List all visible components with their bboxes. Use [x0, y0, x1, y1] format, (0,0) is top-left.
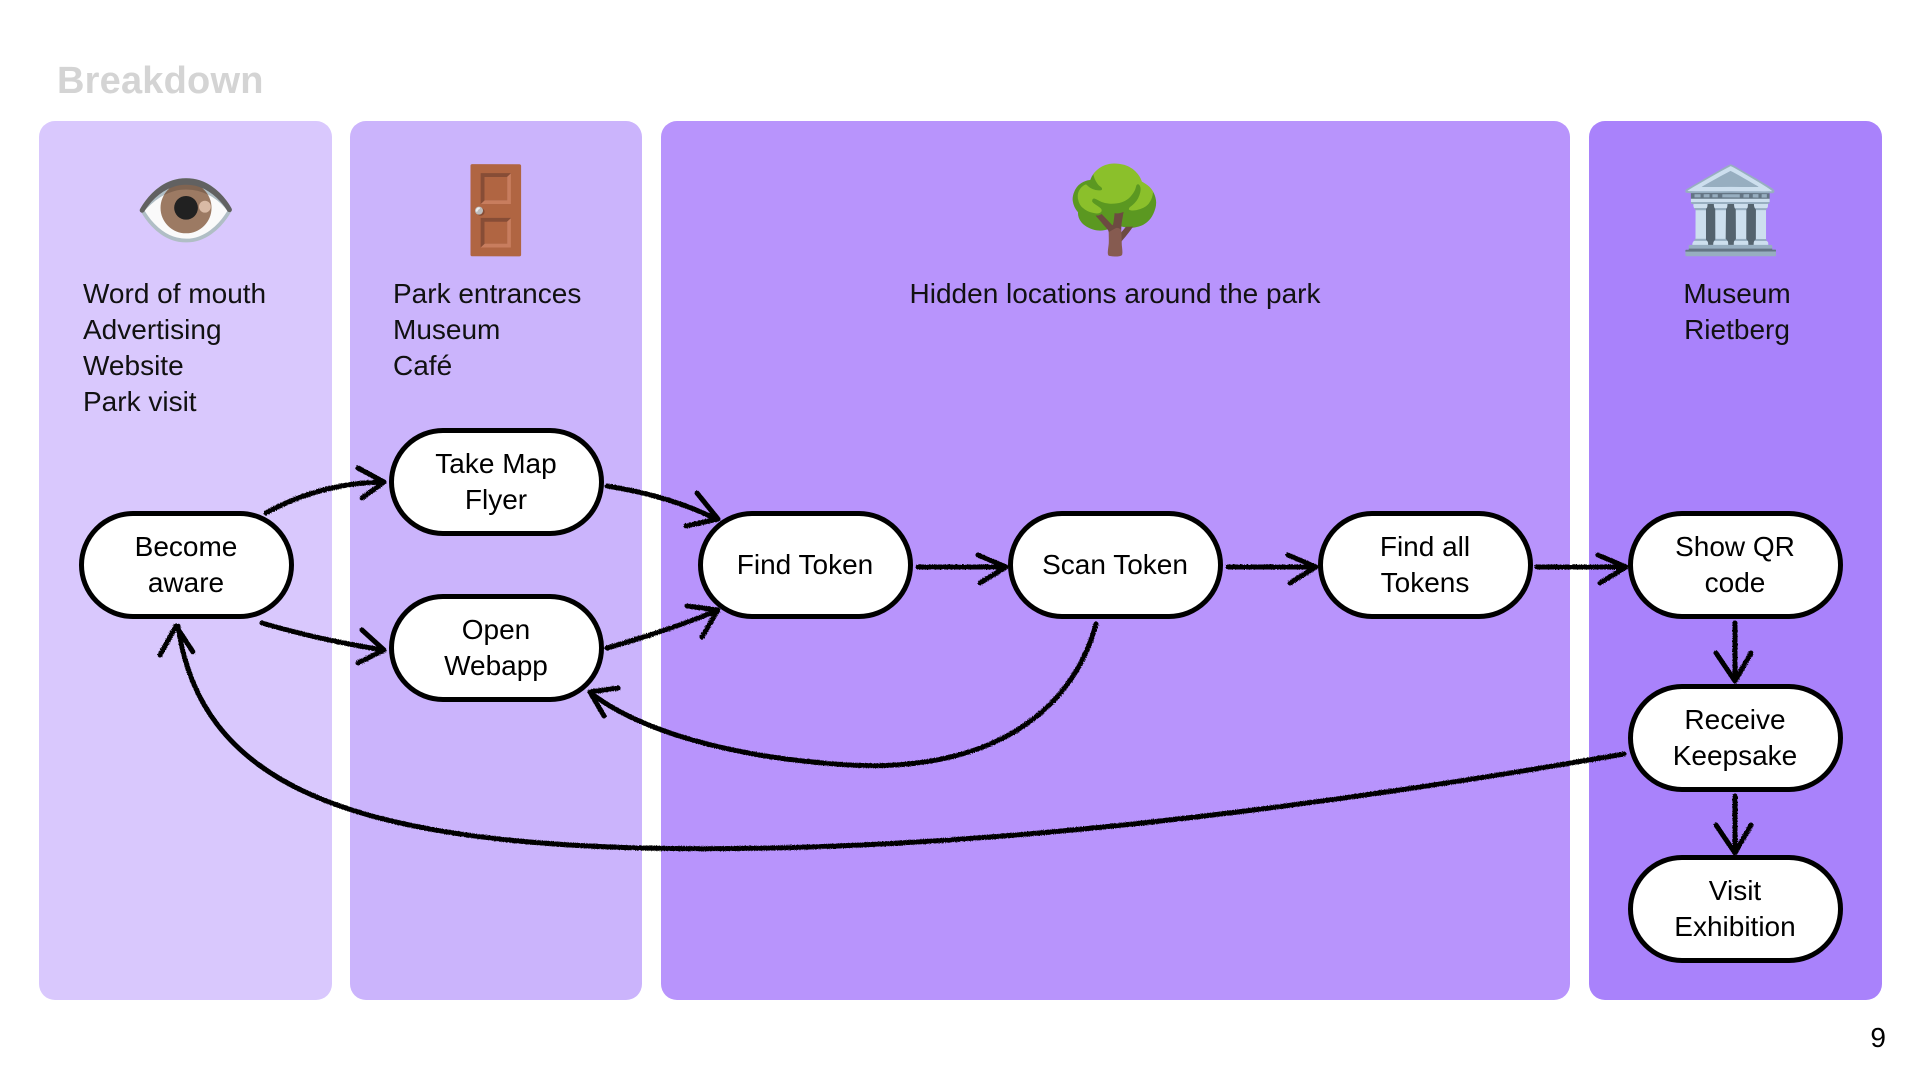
label-line: Café — [393, 350, 453, 381]
node-take-map-flyer[interactable]: Take Map Flyer — [388, 428, 604, 536]
node-label: Take Map Flyer — [435, 448, 557, 515]
node-find-all-tokens[interactable]: Find all Tokens — [1317, 511, 1533, 619]
label-line: Advertising — [83, 314, 222, 345]
tree-icon: 🌳 — [1062, 163, 1168, 257]
node-become-aware[interactable]: Become aware — [78, 511, 294, 619]
label-line: Park entrances — [393, 278, 582, 309]
node-label: Visit Exhibition — [1674, 875, 1796, 942]
node-label: Open Webapp — [444, 614, 548, 681]
label-line: Park visit — [83, 386, 197, 417]
label-line: Website — [83, 350, 184, 381]
label-line: Museum — [393, 314, 501, 345]
eye-icon: 👁️ — [133, 163, 239, 257]
node-find-token[interactable]: Find Token — [697, 511, 913, 619]
label-line: Word of mouth — [83, 278, 267, 309]
node-label: Scan Token — [1042, 549, 1188, 580]
label-line: Museum — [1683, 278, 1791, 309]
node-label: Become aware — [134, 531, 238, 598]
column-museum-label: Museum Rietberg — [1683, 276, 1790, 348]
door-icon: 🚪 — [443, 163, 549, 257]
column-awareness-label: Word of mouth Advertising Website Park v… — [83, 276, 266, 420]
node-label: Show QR code — [1675, 531, 1795, 598]
node-label: Find all Tokens — [1379, 531, 1471, 598]
node-label: Receive Keepsake — [1672, 704, 1798, 771]
classical-building-icon: 🏛️ — [1678, 163, 1784, 257]
label-line: Hidden locations around the park — [909, 278, 1321, 309]
label-line: Rietberg — [1684, 314, 1790, 345]
slide-title: Breakdown — [57, 60, 264, 102]
node-show-qr-code[interactable]: Show QR code — [1627, 511, 1843, 619]
column-entry-label: Park entrances Museum Café — [393, 276, 581, 384]
column-park-label: Hidden locations around the park — [910, 276, 1321, 312]
node-receive-keepsake[interactable]: Receive Keepsake — [1627, 684, 1843, 792]
node-visit-exhibition[interactable]: Visit Exhibition — [1627, 855, 1843, 963]
column-entry-points — [350, 121, 642, 1000]
node-label: Find Token — [736, 549, 874, 580]
node-open-webapp[interactable]: Open Webapp — [388, 594, 604, 702]
page-number: 9 — [1870, 1022, 1886, 1053]
node-scan-token[interactable]: Scan Token — [1007, 511, 1223, 619]
